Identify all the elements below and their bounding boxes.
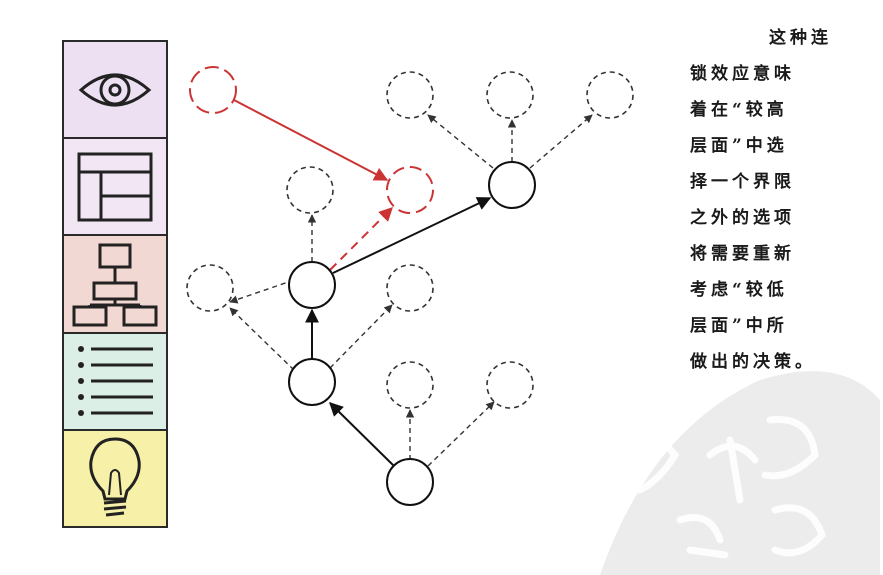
reconsider-arrow [233,99,389,181]
chosen-node [288,261,336,309]
option-arrow [329,304,393,369]
organization-layer [64,236,166,334]
layer-stack [62,40,168,528]
path-arrow [332,197,492,274]
caption-line: 层面”中所 [690,316,788,336]
option-node [386,264,434,312]
option-arrow [229,307,295,371]
option-node [586,71,634,119]
higher-level-node [189,66,237,114]
option-arrow [529,114,593,169]
eye-icon [78,73,152,107]
alternative-node [386,166,434,214]
stamp-watermark [600,371,880,575]
option-arrow [229,279,295,304]
caption-line: 择一个界限 [690,172,795,192]
layout-icon [77,152,153,222]
root-node [386,458,434,506]
list-icon [78,346,153,417]
caption-line: 将需要重新 [690,244,795,264]
caption-line: 之外的选项 [690,208,795,228]
lightbulb-icon [89,437,141,517]
structure-layer [64,139,166,237]
option-arrow [427,401,495,467]
caption: 这种连 锁效应意味 着在“较高 层面”中选 择一个界限 之外的选项 将需要重新 … [690,20,850,380]
caption-line: 考虑“较低 [690,280,788,300]
option-node [486,71,534,119]
caption-line: 锁效应意味 [690,64,795,84]
chosen-node [288,358,336,406]
perception-layer [64,42,166,140]
idea-layer [64,430,166,527]
option-node [486,361,534,409]
option-node [386,71,434,119]
caption-line: 层面”中选 [690,136,788,156]
chosen-node [488,161,536,209]
org-chart-icon [72,243,158,327]
path-arrow [329,402,395,467]
option-node [186,264,234,312]
caption-line: 这种连 [769,28,832,48]
option-arrow [427,114,494,169]
caption-line: 做出的决策。 [690,352,816,372]
listing-layer [64,333,166,431]
option-node [386,361,434,409]
caption-line: 着在“较高 [690,100,788,120]
option-node [286,166,334,214]
